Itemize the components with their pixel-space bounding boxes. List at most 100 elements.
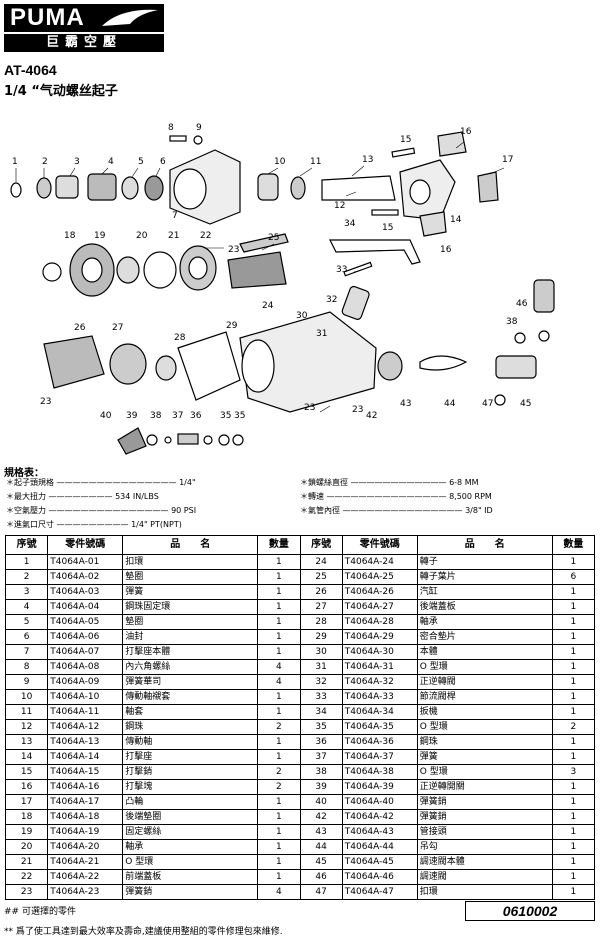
table-cell: 傳動軸 (122, 734, 259, 750)
table-cell: 10 (4, 689, 49, 705)
table-cell: 1 (257, 614, 301, 630)
col-header: 序號 (4, 535, 49, 555)
table-cell: 墊圈 (122, 569, 259, 585)
part-label: 23 (304, 403, 315, 413)
table-cell: 彈簧華司 (122, 674, 259, 690)
table-cell: 1 (551, 659, 596, 675)
table-cell: 25 (299, 569, 343, 585)
table-cell: T4064A-18 (47, 809, 124, 825)
table-cell: T4064A-47 (341, 884, 418, 900)
table-cell: 打擊座 (122, 749, 259, 765)
part-label: 30 (296, 311, 308, 321)
spec-line: ＊起子頭規格 ——————————————— 1/4" (6, 478, 196, 487)
table-cell: T4064A-36 (341, 734, 418, 750)
part-label: 4 (108, 157, 114, 167)
table-cell: 12 (4, 719, 49, 735)
col-header: 品 名 (416, 535, 553, 555)
table-cell: 彈簧 (416, 749, 553, 765)
table-cell: 4 (4, 599, 49, 615)
table-cell: 1 (551, 674, 596, 690)
table-cell: 6 (551, 569, 596, 585)
puma-cat-icon (102, 9, 158, 26)
table-cell: 2 (257, 779, 301, 795)
part-label: 5 (138, 157, 144, 167)
table-cell: 1 (551, 629, 596, 645)
part-label: 10 (274, 157, 286, 167)
part-label: 2 (42, 157, 48, 167)
table-cell: 1 (4, 554, 49, 570)
table-cell: 彈簧銷 (416, 794, 553, 810)
table-cell: T4064A-40 (341, 794, 418, 810)
table-cell: 4 (257, 659, 301, 675)
table-cell: 凸輪 (122, 794, 259, 810)
table-cell: T4064A-15 (47, 764, 124, 780)
table-cell: 鋼珠 (122, 719, 259, 735)
part-label: 34 (344, 219, 356, 229)
table-cell: 37 (299, 749, 343, 765)
table-cell: 43 (299, 824, 343, 840)
table-cell: 傳動軸襯套 (122, 689, 259, 705)
part-label: 45 (520, 399, 531, 409)
table-cell: T4064A-34 (341, 704, 418, 720)
document-number: 0610002 (465, 901, 595, 921)
part-label: 35 (234, 411, 245, 421)
footer-note-optional: ## 可選擇的零件 (4, 907, 76, 917)
part-label: 42 (366, 411, 377, 421)
table-cell: T4064A-45 (341, 854, 418, 870)
table-cell: 調速閥 (416, 869, 553, 885)
part-label: 28 (174, 333, 186, 343)
table-cell: T4064A-20 (47, 839, 124, 855)
table-cell: T4064A-14 (47, 749, 124, 765)
table-cell: 調速閥本體 (416, 854, 553, 870)
table-cell: O 型環 (416, 659, 553, 675)
table-cell: 44 (299, 839, 343, 855)
table-cell: 3 (4, 584, 49, 600)
table-cell: 1 (551, 884, 596, 900)
table-cell: 23 (4, 884, 49, 900)
table-cell: 9 (4, 674, 49, 690)
table-cell: T4064A-27 (341, 599, 418, 615)
table-cell: 1 (257, 599, 301, 615)
table-cell: 墊圈 (122, 614, 259, 630)
table-cell: T4064A-21 (47, 854, 124, 870)
table-cell: 15 (4, 764, 49, 780)
table-cell: 22 (4, 869, 49, 885)
table-cell: 5 (4, 614, 49, 630)
table-cell: T4064A-29 (341, 629, 418, 645)
table-cell: 34 (299, 704, 343, 720)
part-label: 31 (316, 329, 327, 339)
table-cell: 6 (4, 629, 49, 645)
table-cell: 2 (4, 569, 49, 585)
table-cell: 彈簧銷 (416, 809, 553, 825)
col-header: 數量 (551, 535, 596, 555)
table-cell: 8 (4, 659, 49, 675)
part-label: 21 (168, 231, 179, 241)
table-cell: 13 (4, 734, 49, 750)
table-cell: 2 (257, 719, 301, 735)
table-cell: 管接頭 (416, 824, 553, 840)
part-label: 15 (382, 223, 393, 233)
exploded-parts-diagram: 1 2 3 4 5 6 7 8 9 10 11 12 13 14 15 15 1… (10, 123, 555, 455)
table-cell: 24 (299, 554, 343, 570)
table-cell: 轉子 (416, 554, 553, 570)
table-cell: T4064A-33 (341, 689, 418, 705)
table-cell: T4064A-05 (47, 614, 124, 630)
logo-chinese: 巨霸空壓 (4, 34, 164, 52)
table-cell: 1 (551, 584, 596, 600)
table-cell: T4064A-38 (341, 764, 418, 780)
part-label: 1 (12, 157, 18, 167)
part-label: 37 (172, 411, 183, 421)
table-cell: 1 (257, 569, 301, 585)
table-cell: 1 (551, 734, 596, 750)
table-cell: 16 (4, 779, 49, 795)
table-cell: 1 (551, 749, 596, 765)
